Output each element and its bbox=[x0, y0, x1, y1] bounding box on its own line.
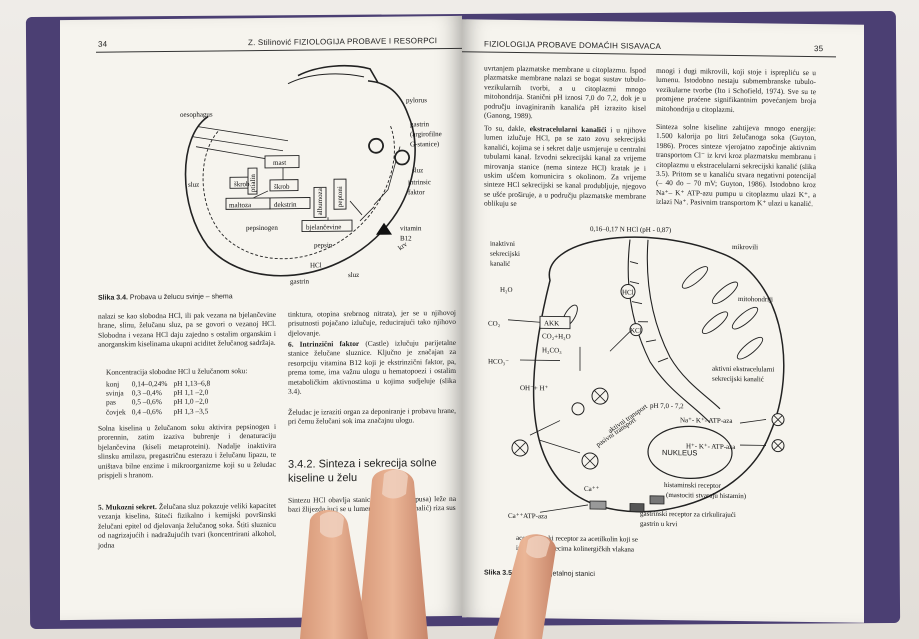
label-b12: B12 bbox=[400, 234, 412, 242]
left-figure-caption: Slika 3.4. Probava u želucu svinje – she… bbox=[98, 293, 233, 301]
table-cell: pH 1,1 –2,0 bbox=[173, 388, 216, 398]
label-co2: CO₂ bbox=[488, 320, 501, 328]
label-gastrin-1: gastrinski receptor za cirkulirajući bbox=[640, 510, 736, 519]
label-gastrin-2: gastrin u krvi bbox=[640, 520, 677, 529]
label-akk: AKK bbox=[544, 319, 559, 327]
label-aktivni-2: sekrecijski kanalić bbox=[712, 375, 764, 384]
label-sluz-3: sluz bbox=[348, 271, 359, 279]
label-bjelancevine: bjelančevine bbox=[306, 223, 341, 231]
label-intrinsic: intrinsic bbox=[408, 178, 431, 186]
left-col2-p1: tinktura, otopina srebrnog nitrata), jer… bbox=[288, 308, 456, 338]
label-peptoni: peptoni bbox=[336, 186, 344, 207]
label-pepsin: pepsin bbox=[314, 241, 333, 249]
table-cell: čovjek bbox=[106, 407, 132, 416]
label-h2o: H₂O bbox=[500, 286, 513, 294]
label-ca: Ca⁺⁺ bbox=[584, 485, 599, 493]
label-mitohondriji: mitohondriji bbox=[738, 295, 773, 303]
label-gastrin: gastrin bbox=[410, 120, 430, 128]
table-cell: pH 1,13–6,8 bbox=[173, 378, 216, 388]
label-sluz-1: sluz bbox=[188, 181, 199, 189]
hand-fingers bbox=[280, 460, 580, 639]
label-hcl: HCl bbox=[310, 261, 322, 269]
label-h2co3: H₂CO₃ bbox=[542, 346, 562, 354]
label-kcl-circle: KCl bbox=[630, 327, 642, 335]
label-h-k-atpaza: H⁺- K⁺- ATP-aza bbox=[686, 442, 736, 451]
left-col1-p4: 5. Mukozni sekret. Želučana sluz pokazuj… bbox=[98, 501, 276, 550]
left-caption-label: Slika 3.4. bbox=[98, 294, 128, 301]
left-col1-p1: nalazi se kao slobodna HCl, ili pak veza… bbox=[98, 310, 276, 349]
label-inaktivni-1: inaktivni bbox=[490, 240, 515, 248]
label-ph: pH 7,0 - 7,2 bbox=[650, 402, 684, 410]
table-cell: pH 1,3 –3,5 bbox=[173, 406, 216, 416]
label-top-hcl: 0,16–0,17 N HCl (pH - 0,87) bbox=[590, 225, 672, 234]
left-col2-p2-bold: 6. Intrinzični faktor bbox=[288, 339, 359, 349]
label-co2h2o: CO₂+H₂O bbox=[542, 332, 571, 340]
right-header-rule bbox=[462, 51, 836, 57]
table-cell: pH 1,0 –2,0 bbox=[173, 397, 216, 407]
table-cell: svinja bbox=[106, 389, 132, 398]
right-col2-p1: mnogi i dugi mikrovili, koji stoje i isp… bbox=[656, 66, 816, 115]
label-gastrin-bottom: gastrin bbox=[290, 277, 310, 285]
left-col1-p4-bold: 5. Mukozni sekret. bbox=[98, 502, 157, 512]
right-col1-p1: uvrtanjem plazmatske membrane u citoplaz… bbox=[484, 64, 646, 123]
stomach-diagram: oesophagus pylorus gastrin (argirofilne … bbox=[138, 54, 458, 287]
left-caption-text: Probava u želucu svinje – shema bbox=[130, 293, 233, 301]
label-g-stanice: G-stanice) bbox=[410, 140, 440, 148]
left-col2-p3: Želudac je izraziti organ za deponiranje… bbox=[288, 406, 456, 427]
label-hco3: HCO₃⁻ bbox=[488, 358, 509, 366]
table-cell: pas bbox=[106, 398, 132, 407]
label-faktor: faktor bbox=[408, 188, 425, 196]
label-maltoza: maltoza bbox=[229, 201, 252, 209]
right-col1-p2: To su, dakle, ekstracelularni kanalići i… bbox=[484, 124, 646, 211]
right-col1-p2-text: i u njihove lumen izlučuje HCl, pa se za… bbox=[484, 125, 646, 208]
label-mast: mast bbox=[273, 159, 286, 167]
label-skrob-1: škrob bbox=[234, 180, 250, 188]
label-skrob-2: škrob bbox=[274, 183, 290, 191]
label-sluz-2: sluz bbox=[412, 166, 423, 174]
label-mikrovili: mikrovili bbox=[732, 243, 758, 251]
label-pepsinogen: pepsinogen bbox=[246, 224, 278, 232]
table-cell: 0,14–0,24% bbox=[132, 379, 174, 389]
label-inaktivni-2: sekrecijski bbox=[490, 250, 520, 258]
table-cell: konj bbox=[106, 379, 132, 388]
label-oesophagus: oesophagus bbox=[180, 111, 213, 119]
label-histamin-2: (mastociti stvaraju histamin) bbox=[666, 491, 747, 500]
right-page-number: 35 bbox=[814, 44, 823, 53]
label-histamin-1: histaminski receptor bbox=[664, 481, 722, 490]
left-running-head: Z. Stilinović FIZIOLOGIJA PROBAVE I RESO… bbox=[248, 36, 437, 47]
right-col1-p2-bold: ekstracelularni kanalići bbox=[530, 124, 607, 134]
label-aktivni-1: aktivni ekstracelularni bbox=[712, 365, 774, 374]
left-col2-p2: 6. Intrinzični faktor (Castle) izlučuju … bbox=[288, 338, 456, 396]
left-col1-p3: Solna kiselina u želučanom soku aktivira… bbox=[98, 422, 276, 480]
label-vitamin: vitamin bbox=[400, 224, 422, 232]
table-cell: 0,3 –0,4% bbox=[132, 388, 174, 398]
label-hcl-circle: HCl bbox=[622, 288, 634, 296]
label-argirofilne: (argirofilne bbox=[410, 130, 442, 138]
left-header-rule bbox=[96, 48, 462, 53]
label-pylorus: pylorus bbox=[406, 96, 427, 104]
table-cell: 0,4 –0,6% bbox=[132, 407, 174, 417]
table-cell: 0,5 –0,6% bbox=[132, 397, 174, 407]
label-oh: OH⁻+ H⁺ bbox=[520, 384, 549, 392]
label-inaktivni-3: kanalić bbox=[490, 260, 510, 268]
left-page-number: 34 bbox=[98, 40, 107, 49]
right-col1-p2-pre: To su, dakle, bbox=[484, 124, 526, 134]
label-ptialin: ptialin bbox=[249, 174, 257, 192]
label-dekstrin: dekstrin bbox=[274, 201, 297, 209]
right-running-head: FIZIOLOGIJA PROBAVE DOMAĆIH SISAVACA bbox=[484, 40, 661, 51]
label-na-k-atpaza: Na⁺- K⁺- ATP-aza bbox=[680, 416, 733, 425]
label-albumoza: albumoza bbox=[316, 187, 324, 215]
left-col1-p2: Koncentracija slobodne HCl u želučanom s… bbox=[106, 366, 276, 377]
right-col2-p2: Sinteza solne kiseline zahtijeva mnogo e… bbox=[656, 122, 816, 209]
